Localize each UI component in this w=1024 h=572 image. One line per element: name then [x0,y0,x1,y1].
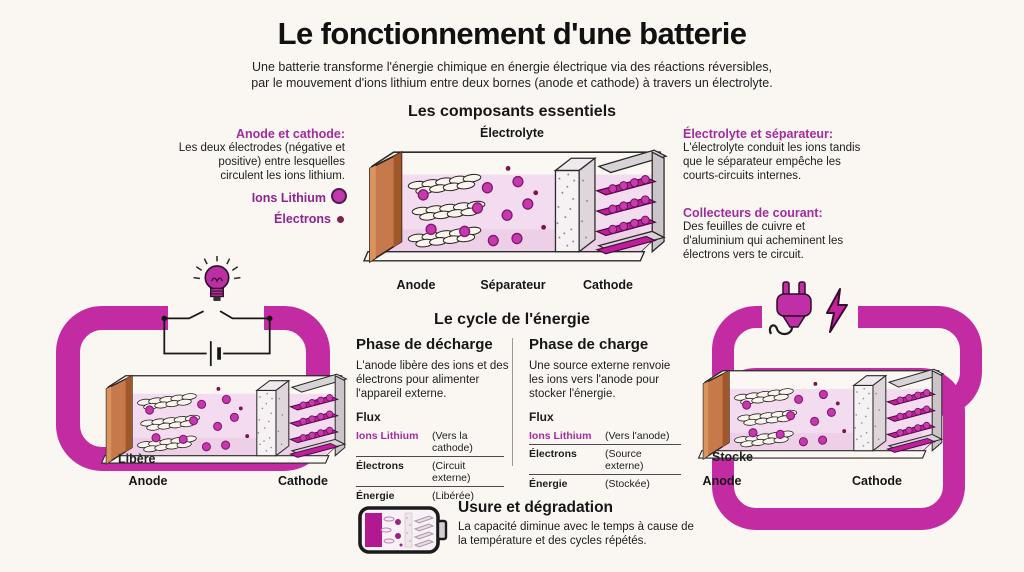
wear-heading: Usure et dégradation [458,499,614,516]
light-bulb-icon [193,256,241,301]
flux-value: (Stockée) [605,478,650,490]
phase-charge-title: Phase de charge [529,336,649,353]
flux-key: Énergie [356,490,395,502]
electron-dot-icon [337,216,344,223]
table-row: Ions Lithium (Vers l'anode) [529,427,681,445]
components-section-heading: Les composants essentiels [407,103,617,120]
flux-key: Électrons [529,448,577,460]
legend-ions: Ions Lithium [199,188,347,209]
flux-key: Électrons [356,460,404,472]
note-electrolyte-title: Électrolyte et séparateur: [683,127,834,141]
page-subtitle-line2: par le mouvement d'ions lithium entre de… [251,76,773,90]
legend: Ions Lithium Électrons [199,188,347,230]
table-row: Ions Lithium (Vers la cathode) [356,427,504,457]
charge-cathode-label: Cathode [852,474,902,488]
phase-divider [512,338,513,466]
battery-cell-diagram-main [362,140,668,272]
note-anode-cathode-title: Anode et cathode: [235,127,345,141]
battery-wear-icon [358,506,448,554]
flux-value: (Libérée) [432,490,475,502]
external-circuit-schematic [161,310,273,366]
note-collectors-body: Des feuilles de cuivre et d'aluminium qu… [683,221,844,261]
flux-value: (Circuit externe) [432,460,471,484]
power-plug-icon [768,281,812,336]
discharge-state-label: Libère [118,452,156,466]
note-collectors-title: Collecteurs de courant: [683,206,823,220]
discharge-anode-label: Anode [128,474,168,488]
phase-discharge-flux-label: Flux [356,410,381,424]
page-subtitle-line1: Une batterie transforme l'énergie chimiq… [251,60,773,74]
cycle-section-heading: Le cycle de l'énergie [434,311,590,328]
table-row: Électrons (Circuit externe) [356,457,504,487]
phase-discharge-body: L'anode libère des ions et des électrons… [356,360,509,400]
phase-discharge-panel: Phase de décharge L'anode libère des ion… [356,336,508,504]
phase-charge-body: Une source externe renvoie les ions vers… [529,360,671,400]
phase-charge-panel: Phase de charge Une source externe renvo… [529,336,681,492]
discharge-cathode-label: Cathode [278,474,328,488]
flux-value: (Vers l'anode) [605,430,670,442]
main-anode-label: Anode [396,278,436,292]
legend-electrons: Électrons [199,209,347,230]
note-anode-cathode-body: Les deux électrodes (négative et positiv… [178,142,345,182]
phase-discharge-title: Phase de décharge [356,336,493,353]
charge-state-label: Stocke [712,450,753,464]
note-electrolyte-body: L'électrolyte conduit les ions tandis qu… [683,142,861,182]
table-row: Énergie (Libérée) [356,487,504,504]
flux-key: Ions Lithium [529,430,592,442]
charge-anode-label: Anode [702,474,742,488]
flux-key: Ions Lithium [356,430,419,442]
wear-body: La capacité diminue avec le temps à caus… [458,521,694,547]
table-row: Électrons (Source externe) [529,445,681,475]
lithium-ion-dot-icon [331,188,347,204]
phase-discharge-flux-table: Ions Lithium (Vers la cathode) Électrons… [356,427,504,504]
flux-key: Énergie [529,478,568,490]
legend-electrons-label: Électrons [274,212,331,226]
main-separator-label: Séparateur [480,278,546,292]
flux-value: (Vers la cathode) [432,430,473,454]
phase-charge-flux-table: Ions Lithium (Vers l'anode) Électrons (S… [529,427,681,492]
flux-value: (Source externe) [605,448,644,472]
main-cathode-label: Cathode [583,278,633,292]
page-title: Le fonctionnement d'une batterie [277,16,747,51]
electrolyte-label: Électrolyte [480,126,544,140]
lightning-bolt-icon [826,288,848,333]
table-row: Énergie (Stockée) [529,475,681,492]
phase-charge-flux-label: Flux [529,410,554,424]
legend-ions-label: Ions Lithium [251,191,326,205]
